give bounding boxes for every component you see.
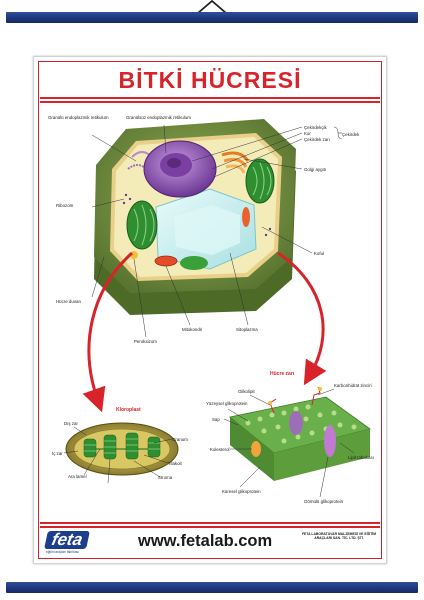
membrane-protein-2 xyxy=(324,425,336,457)
label-dis-zar: Dış zar xyxy=(64,421,78,426)
label-kloroplast: Kloroplast xyxy=(116,407,141,413)
title-rule-lower xyxy=(40,101,380,103)
membrane-leader-lines xyxy=(223,388,355,498)
rough-er xyxy=(127,164,163,174)
hanger-hook xyxy=(0,0,424,14)
label-ic-zar: İç zar xyxy=(52,451,63,456)
chloroplast-detail xyxy=(65,422,179,476)
label-mitokondri: Mitokondri xyxy=(182,327,202,332)
label-ara-lamel: Ara lamel xyxy=(68,474,87,479)
membrane-protein-3 xyxy=(251,441,261,457)
footer-rule-lower xyxy=(40,526,380,528)
label-cekirdek: Çekirdek xyxy=(342,132,360,137)
label-cekirdekcik: Çekirdekçik xyxy=(304,125,327,130)
plant-cell xyxy=(94,119,296,315)
label-hucre-duvari: Hücre duvarı xyxy=(56,299,81,304)
label-lipit-tabakasi: Lipit tabakası xyxy=(348,455,374,460)
label-stroma: Stroma xyxy=(158,475,173,480)
label-ribozom: Ribozom xyxy=(56,203,74,208)
label-tilakoit: Tilakoit xyxy=(168,461,183,466)
cell-diagram: Granülü endoplazmik retikulum Granülsüz … xyxy=(48,115,374,504)
cell-membrane-detail xyxy=(229,386,371,481)
label-gomulu-glikoprotein: Gömülü glikoprotein xyxy=(304,499,344,504)
website-link[interactable]: www.fetalab.com xyxy=(138,532,273,550)
label-kor: Kor xyxy=(304,131,311,136)
label-karbonhidrat-zinciri: Karbonhidrat zinciri xyxy=(334,383,372,388)
label-granum: Granum xyxy=(172,437,188,442)
label-yuzeysel-glikoprotein: Yüzeysel glikoprotein xyxy=(206,401,248,406)
poster-frame xyxy=(38,61,382,559)
mitochondrion xyxy=(154,255,178,267)
company-info: FETA LABORATUVAR MALZEMESİ VE EĞİTİM ARA… xyxy=(300,532,378,540)
arrow-to-membrane xyxy=(277,251,327,386)
cell-chloroplast-bottom xyxy=(180,256,208,270)
label-koful: Koful xyxy=(314,251,324,256)
chloroplast-leader-lines xyxy=(63,426,173,484)
title-rule-upper xyxy=(40,97,380,99)
poster-footer: feta eğitim araçları fabrikası www.fetal… xyxy=(40,522,380,556)
top-hanging-rod xyxy=(6,12,418,23)
main-cell-leader-lines xyxy=(91,124,313,338)
company-name: FETA LABORATUVAR MALZEMESİ VE EĞİTİM ARA… xyxy=(301,532,377,541)
label-cekirdek-zari: Çekirdek zarı xyxy=(304,137,330,142)
label-glikolipit: Glikolipit xyxy=(238,389,255,394)
feta-logo: feta xyxy=(44,530,91,549)
vacuole-inner xyxy=(174,205,240,255)
label-sap: Sap xyxy=(212,417,220,422)
label-sitoplazma: Sitoplazma xyxy=(236,327,258,332)
label-kuresel-glikoprotein: Küresel glikoprotein xyxy=(222,489,261,494)
label-peroksizom: Peroksizom xyxy=(134,339,157,344)
label-granulsuz-er: Granülsüz endoplazmik retikulum xyxy=(126,115,191,120)
hook-icon xyxy=(197,0,227,14)
ribosomes xyxy=(122,193,272,237)
arrow-to-chloroplast xyxy=(82,251,134,413)
label-hucre-zari: Hücre zarı xyxy=(270,371,295,377)
poster-sheet: BİTKİ HÜCRESİ xyxy=(33,56,387,564)
label-granuler-er: Granülü endoplazmik retikulum xyxy=(48,115,109,120)
golgi-apparatus xyxy=(221,151,250,174)
footer-rule-upper xyxy=(40,522,380,524)
poster-title: BİTKİ HÜCRESİ xyxy=(118,67,302,93)
cell-chloroplast-left xyxy=(126,200,158,250)
mitochondrion-2 xyxy=(242,207,250,227)
membrane-protein-1 xyxy=(289,411,303,435)
label-golgi: Golgi aygıtı xyxy=(304,167,326,172)
bottom-hanging-rod xyxy=(6,582,418,593)
label-kolesterol: Kolesterol xyxy=(210,447,230,452)
cell-chloroplast-right xyxy=(245,158,275,204)
logo-tagline: eğitim araçları fabrikası xyxy=(46,550,79,554)
